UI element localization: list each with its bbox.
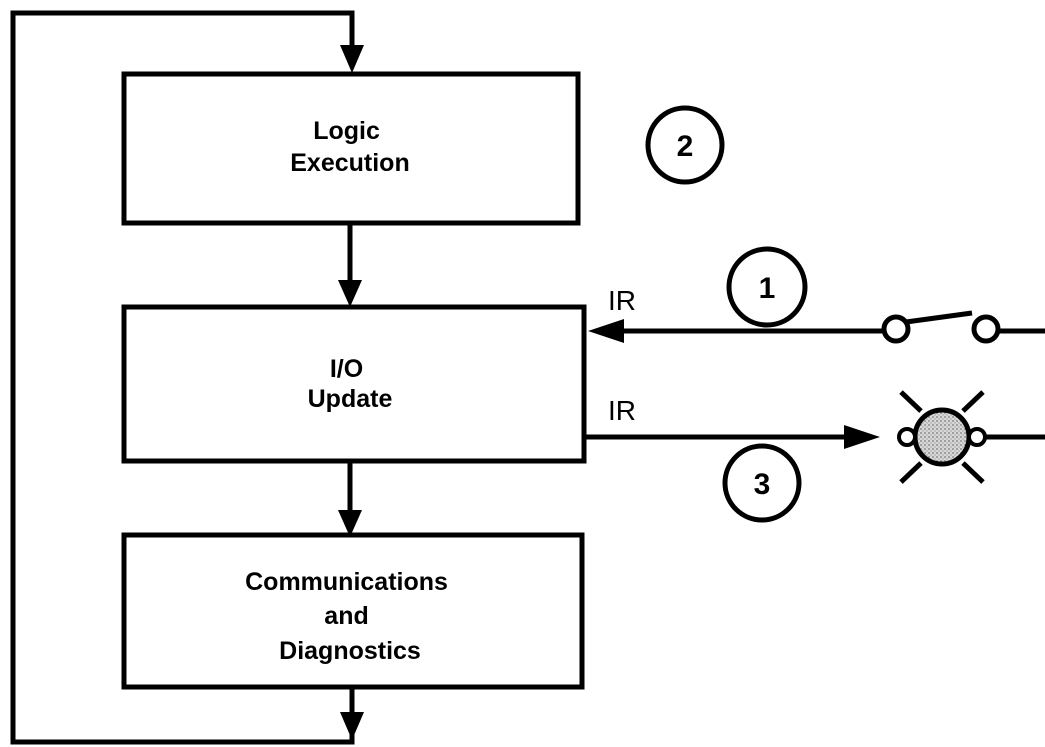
svg-text:2: 2 — [677, 130, 694, 163]
flow-arrowhead — [338, 510, 362, 537]
communications-diagnostics-block: Communications and Diagnostics — [121, 532, 585, 690]
svg-text:3: 3 — [754, 468, 771, 501]
flow-arrowhead — [340, 712, 364, 740]
logic-execution-block: Logic Execution — [121, 71, 581, 226]
input-ir-label: IR — [608, 285, 636, 316]
svg-text:I/O Update: I/O Update — [308, 355, 393, 413]
svg-text:1: 1 — [759, 272, 776, 305]
comm-line-3: Diagnostics — [279, 637, 421, 665]
output-arrowhead — [844, 425, 880, 449]
output-ir-label: IR — [608, 395, 636, 426]
io-line-1: I/O — [330, 355, 363, 383]
logic-line-1: Logic — [313, 117, 380, 145]
io-update-block: I/O Update — [121, 304, 587, 464]
loop-arrowhead — [340, 45, 364, 73]
switch-icon — [881, 310, 1045, 344]
comm-line-2: and — [324, 602, 368, 630]
io-line-2: Update — [308, 385, 393, 413]
svg-text:Communications and: Communications and Diagnostics — [245, 568, 455, 665]
step-marker-1: 1 — [726, 246, 808, 328]
flow-arrowhead — [338, 280, 362, 307]
svg-text:Logic Execution: Logic Execution — [290, 117, 409, 177]
lamp-icon — [897, 390, 1045, 484]
step-marker-3: 3 — [722, 443, 802, 523]
step-marker-2: 2 — [645, 105, 725, 185]
comm-line-1: Communications — [245, 568, 448, 596]
input-arrowhead — [588, 319, 624, 343]
logic-line-2: Execution — [290, 149, 409, 177]
